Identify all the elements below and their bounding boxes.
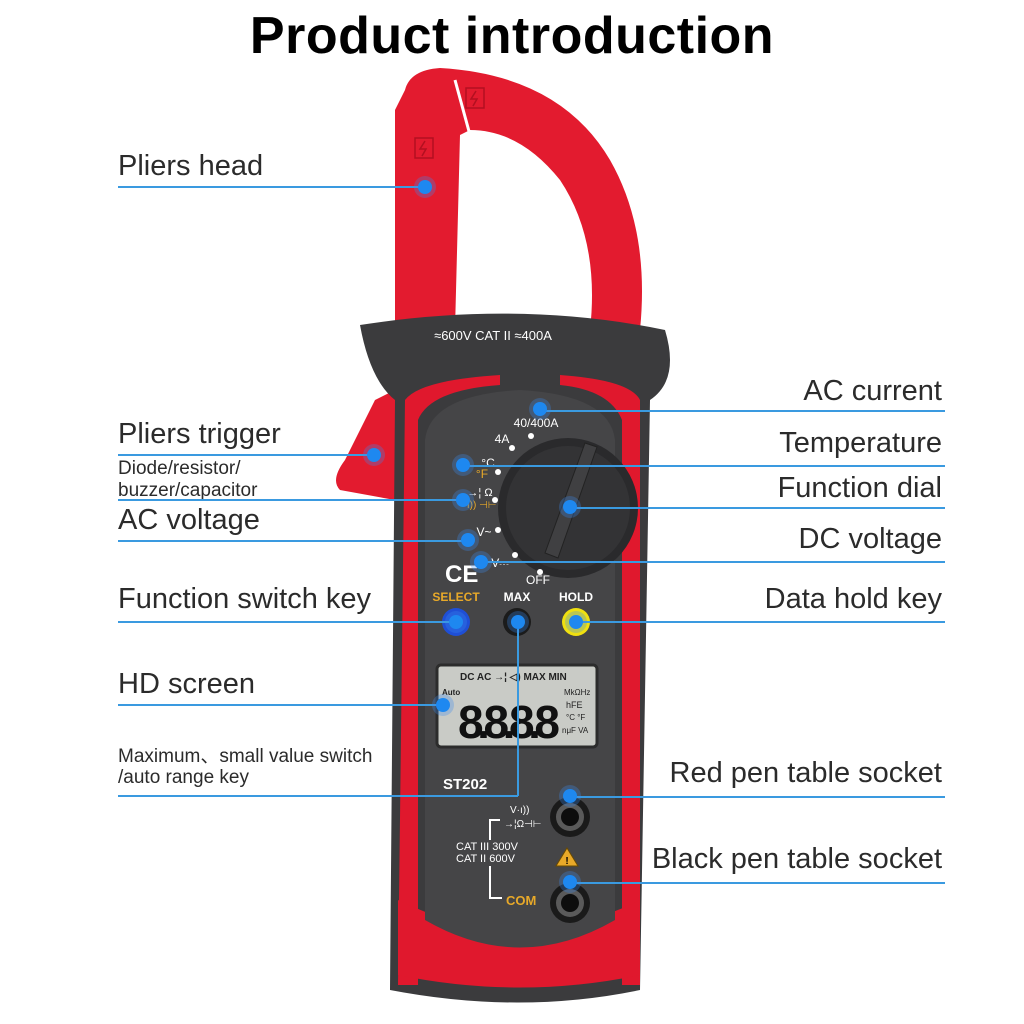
- leader-line: [576, 621, 945, 623]
- leader-line: [570, 882, 945, 884]
- leader-line: [118, 499, 463, 501]
- lightning-icon: [465, 87, 485, 109]
- callout-black-pen-socket: Black pen table socket: [651, 843, 942, 875]
- com-label: COM: [506, 893, 536, 908]
- callout-max-min-line1: Maximum、small value switch: [118, 746, 373, 767]
- dial-label-off: OFF: [526, 573, 550, 587]
- max-label: MAX: [504, 590, 531, 604]
- dial-label-capacitance: ·ı)) ⊣⊢: [464, 500, 497, 511]
- callout-pliers-trigger: Pliers trigger: [118, 418, 281, 450]
- marker-dot: [533, 402, 547, 416]
- marker-dot: [511, 615, 525, 629]
- marker-dot: [456, 493, 470, 507]
- ce-mark: CE: [445, 561, 478, 588]
- lcd-units-3: °C °F: [566, 713, 585, 722]
- marker-dot: [569, 615, 583, 629]
- select-label: SELECT: [432, 590, 480, 604]
- callout-function-dial: Function dial: [777, 472, 942, 504]
- marker-dot: [456, 458, 470, 472]
- socket-label-cat-iii: CAT III 300V: [456, 841, 519, 853]
- black-pen-socket[interactable]: [550, 883, 590, 923]
- lcd-units-4: nμF VA: [562, 726, 589, 735]
- callout-max-min-line2: /auto range key: [118, 767, 249, 788]
- leader-line: [118, 186, 425, 188]
- callout-hd-screen: HD screen: [118, 668, 255, 700]
- callout-data-hold-key: Data hold key: [764, 583, 942, 615]
- warning-icon: [555, 847, 579, 867]
- socket-label-cat-ii: CAT II 600V: [456, 853, 516, 865]
- pliers-trigger: [336, 390, 410, 500]
- marker-dot: [563, 789, 577, 803]
- callout-function-switch-key: Function switch key: [118, 583, 372, 615]
- dial-label-v-ac: V~: [476, 525, 491, 539]
- marker-dot: [449, 615, 463, 629]
- callout-temperature: Temperature: [779, 427, 942, 459]
- leader-line: [118, 795, 518, 797]
- lcd-digits: 8.8.8.8: [458, 696, 560, 748]
- page-title: Product introduction: [249, 7, 775, 65]
- leader-line-vertical: [517, 622, 519, 796]
- callout-diode-line2: buzzer/capacitor: [118, 480, 258, 501]
- marker-dot: [474, 555, 488, 569]
- lcd-indicators: DC AC →¦ ◁) MAX MIN: [460, 672, 567, 683]
- lcd-units-2: hFE: [566, 700, 583, 710]
- leader-line: [463, 465, 945, 467]
- socket-label-v: V·ı)): [510, 805, 529, 816]
- dial-label-fahrenheit: °F: [476, 467, 488, 481]
- callout-dc-voltage: DC voltage: [798, 523, 942, 555]
- rating-text: ≈600V CAT II ≈400A: [434, 328, 552, 343]
- leader-line: [118, 454, 375, 456]
- socket-label-functions: →¦Ω⊣⊢: [504, 819, 542, 830]
- callout-red-pen-socket: Red pen table socket: [669, 757, 942, 789]
- leader-line: [481, 561, 945, 563]
- callout-pliers-head: Pliers head: [118, 150, 264, 182]
- model-label: ST202: [443, 776, 487, 793]
- pliers-head: [395, 68, 642, 330]
- dial-position-dots: [492, 433, 543, 575]
- marker-dot: [563, 875, 577, 889]
- hold-label: HOLD: [559, 590, 593, 604]
- lightning-icon: [414, 137, 434, 159]
- red-pen-socket[interactable]: [550, 797, 590, 837]
- marker-dot: [436, 698, 450, 712]
- leader-line: [570, 507, 945, 509]
- dial-label-resistance: →¦ Ω: [467, 487, 492, 499]
- callout-ac-current: AC current: [803, 375, 942, 407]
- lcd-auto: Auto: [442, 688, 460, 697]
- callout-diode-line1: Diode/resistor/: [118, 458, 241, 479]
- marker-dot: [461, 533, 475, 547]
- leader-line: [118, 621, 456, 623]
- leader-line: [540, 410, 945, 412]
- leader-line: [118, 704, 443, 706]
- svg-text:!: !: [565, 856, 568, 867]
- callout-ac-voltage: AC voltage: [118, 504, 260, 536]
- dial-label-v-dc: V⎓: [491, 556, 509, 570]
- lcd-units-1: MkΩHz: [564, 688, 590, 697]
- marker-dot: [563, 500, 577, 514]
- marker-dot: [418, 180, 432, 194]
- leader-line: [570, 796, 945, 798]
- leader-line: [118, 540, 468, 542]
- dial-label-40-400a: 40/400A: [514, 416, 559, 430]
- marker-dot: [367, 448, 381, 462]
- dial-label-4a: 4A: [495, 432, 510, 446]
